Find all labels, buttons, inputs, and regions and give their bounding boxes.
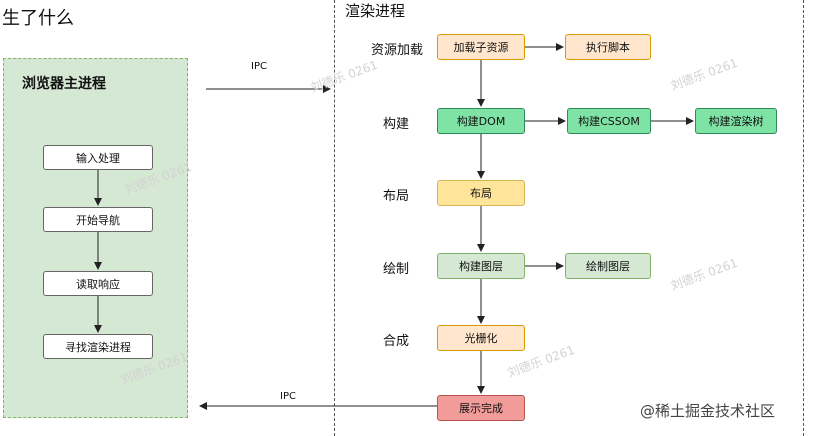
- node-build-layers: 构建图层: [437, 253, 525, 279]
- stage-label-paint: 绘制: [383, 262, 410, 277]
- stage-label-composite: 合成: [383, 334, 410, 349]
- step-input-handling: 输入处理: [43, 145, 153, 170]
- node-display-done: 展示完成: [437, 395, 525, 421]
- step-find-renderer: 寻找渲染进程: [43, 334, 153, 359]
- ipc-label-top: IPC: [251, 61, 267, 72]
- node-exec-script: 执行脚本: [565, 34, 651, 60]
- node-layout: 布局: [437, 180, 525, 206]
- node-build-cssom: 构建CSSOM: [567, 108, 651, 134]
- node-rasterize: 光栅化: [437, 325, 525, 351]
- divider-right: [803, 0, 804, 436]
- stage-label-layout: 布局: [383, 189, 410, 204]
- renderer-process-title: 渲染进程: [345, 2, 406, 20]
- browser-process-title: 浏览器主进程: [22, 76, 106, 92]
- divider-left: [334, 0, 335, 436]
- credit-text: @稀土掘金技术社区: [640, 402, 776, 420]
- step-start-navigation: 开始导航: [43, 207, 153, 232]
- node-paint-layers: 绘制图层: [565, 253, 651, 279]
- node-load-subresource: 加载子资源: [437, 34, 525, 60]
- node-build-dom: 构建DOM: [437, 108, 525, 134]
- node-build-render-tree: 构建渲染树: [695, 108, 777, 134]
- page-heading: 生了什么: [2, 8, 74, 29]
- step-read-response: 读取响应: [43, 271, 153, 296]
- stage-label-build: 构建: [383, 117, 410, 132]
- ipc-label-bottom: IPC: [280, 391, 296, 402]
- stage-label-load: 资源加载: [371, 43, 424, 58]
